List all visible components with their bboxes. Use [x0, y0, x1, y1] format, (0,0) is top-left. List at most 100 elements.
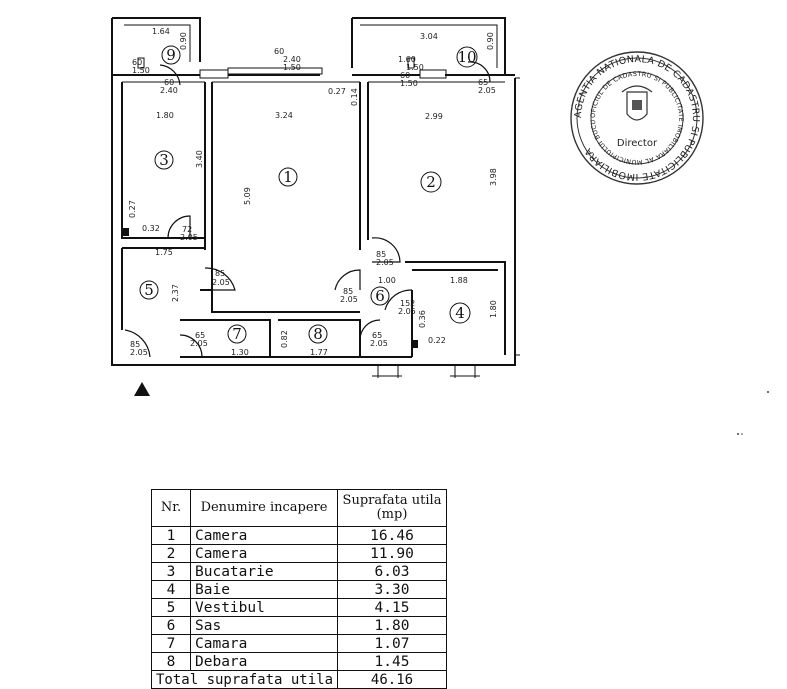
cell-name: Baie: [190, 580, 338, 599]
dim-label: 0.22: [428, 336, 446, 345]
cell-name: Camera: [190, 526, 338, 545]
door-label: 85: [130, 340, 140, 349]
dim-label: 0.14: [350, 88, 359, 106]
cell-nr: 8: [151, 652, 191, 671]
dim-label: 1.50: [406, 63, 424, 72]
dim-label: 1.80: [156, 111, 174, 120]
room-2-number: 2: [426, 173, 436, 191]
door-label: 2.05: [190, 339, 208, 348]
header-name: Denumire incapere: [190, 489, 338, 527]
room-5-number: 5: [144, 281, 154, 299]
cell-nr: 1: [151, 526, 191, 545]
dim-label: 3.04: [420, 32, 438, 41]
door-label: 2.05: [478, 86, 496, 95]
room-7-number: 7: [232, 325, 242, 343]
room-6-number: 6: [375, 287, 385, 305]
door-label: 65: [195, 331, 205, 340]
dim-label: 0.27: [128, 200, 137, 218]
door-label: 85: [343, 287, 353, 296]
room-8-number: 8: [313, 325, 323, 343]
table-header-row: Nr. Denumire incapere Suprafata utila (m…: [151, 489, 447, 527]
cell-area: 4.15: [337, 598, 447, 617]
cell-nr: 4: [151, 580, 191, 599]
entrance-arrow-icon: [134, 382, 150, 396]
dim-label: 3.98: [489, 168, 498, 186]
dim-label: 2.37: [171, 284, 180, 302]
dim-label: 5.09: [243, 187, 252, 205]
total-label: Total suprafata utila: [151, 670, 338, 689]
door-label: 85: [215, 269, 225, 278]
door-label: 65: [372, 331, 382, 340]
window-label: 60: [132, 58, 142, 67]
coat-of-arms-icon: [626, 91, 648, 121]
cell-area: 6.03: [337, 562, 447, 581]
dim-label: 0.90: [179, 32, 188, 50]
dim-label: 2.40: [283, 55, 301, 64]
dim-label: 1.50: [283, 63, 301, 72]
cell-nr: 6: [151, 616, 191, 635]
dim-label: 1.00: [378, 276, 396, 285]
door-label: 2.40: [160, 86, 178, 95]
window-label: 1.50: [400, 79, 418, 88]
floor-plan: 9 10 3 1 2 5 6 4 7 8 1.64 0.90 1.80 3.24…: [0, 0, 769, 435]
cell-area: 11.90: [337, 544, 447, 563]
cell-name: Debara: [190, 652, 338, 671]
door-label: 72: [182, 225, 192, 234]
dim-label: 2.99: [425, 112, 443, 121]
window-label: 1.50: [132, 66, 150, 75]
dim-label: 0.36: [418, 310, 427, 328]
dim-label: 0.32: [142, 224, 160, 233]
door-label: 2.05: [340, 295, 358, 304]
cell-area: 1.80: [337, 616, 447, 635]
cell-area: 1.07: [337, 634, 447, 653]
dim-label: 1.80: [489, 300, 498, 318]
cell-area: 3.30: [337, 580, 447, 599]
cell-nr: 5: [151, 598, 191, 617]
dim-label: 0.82: [280, 330, 289, 348]
cell-name: Sas: [190, 616, 338, 635]
dim-label: 3.24: [275, 111, 293, 120]
dim-label: 1.77: [310, 348, 328, 357]
cell-nr: 7: [151, 634, 191, 653]
dim-label: 0.90: [486, 32, 495, 50]
dim-label: 0.27: [328, 87, 346, 96]
cell-area: 16.46: [337, 526, 447, 545]
window-label: 60: [400, 71, 410, 80]
header-nr: Nr.: [151, 489, 191, 527]
room-10-number: 10: [457, 48, 476, 66]
door-label: 65: [478, 78, 488, 87]
stamp-inner-text: OFICIUL DE CADASTRU SI PUBLICITATE IMOBI…: [0, 0, 685, 166]
stamp-title: Director: [617, 138, 658, 149]
dim-label: 1.60: [398, 55, 416, 64]
outer-wall: [111, 18, 516, 366]
dim-label: 1.88: [450, 276, 468, 285]
door-label: 2.05: [398, 307, 416, 316]
room-3-number: 3: [159, 151, 169, 169]
door-label: 2.05: [130, 348, 148, 357]
door-label: 2.05: [376, 258, 394, 267]
cell-nr: 3: [151, 562, 191, 581]
cell-name: Vestibul: [190, 598, 338, 617]
door-label: 2.05: [180, 233, 198, 242]
dim-label: 60: [274, 47, 284, 56]
room-area-table: Nr. Denumire incapere Suprafata utila (m…: [151, 489, 447, 689]
room-4-number: 4: [455, 304, 465, 322]
cell-name: Bucatarie: [190, 562, 338, 581]
door-label: 152: [400, 299, 415, 308]
cell-name: Camara: [190, 634, 338, 653]
dim-label: 1.64: [152, 27, 170, 36]
header-area: Suprafata utila (mp): [337, 489, 447, 527]
cell-nr: 2: [151, 544, 191, 563]
cell-name: Camera: [190, 544, 338, 563]
dim-label: 1.75: [155, 248, 173, 257]
room-9-number: 9: [166, 46, 176, 64]
